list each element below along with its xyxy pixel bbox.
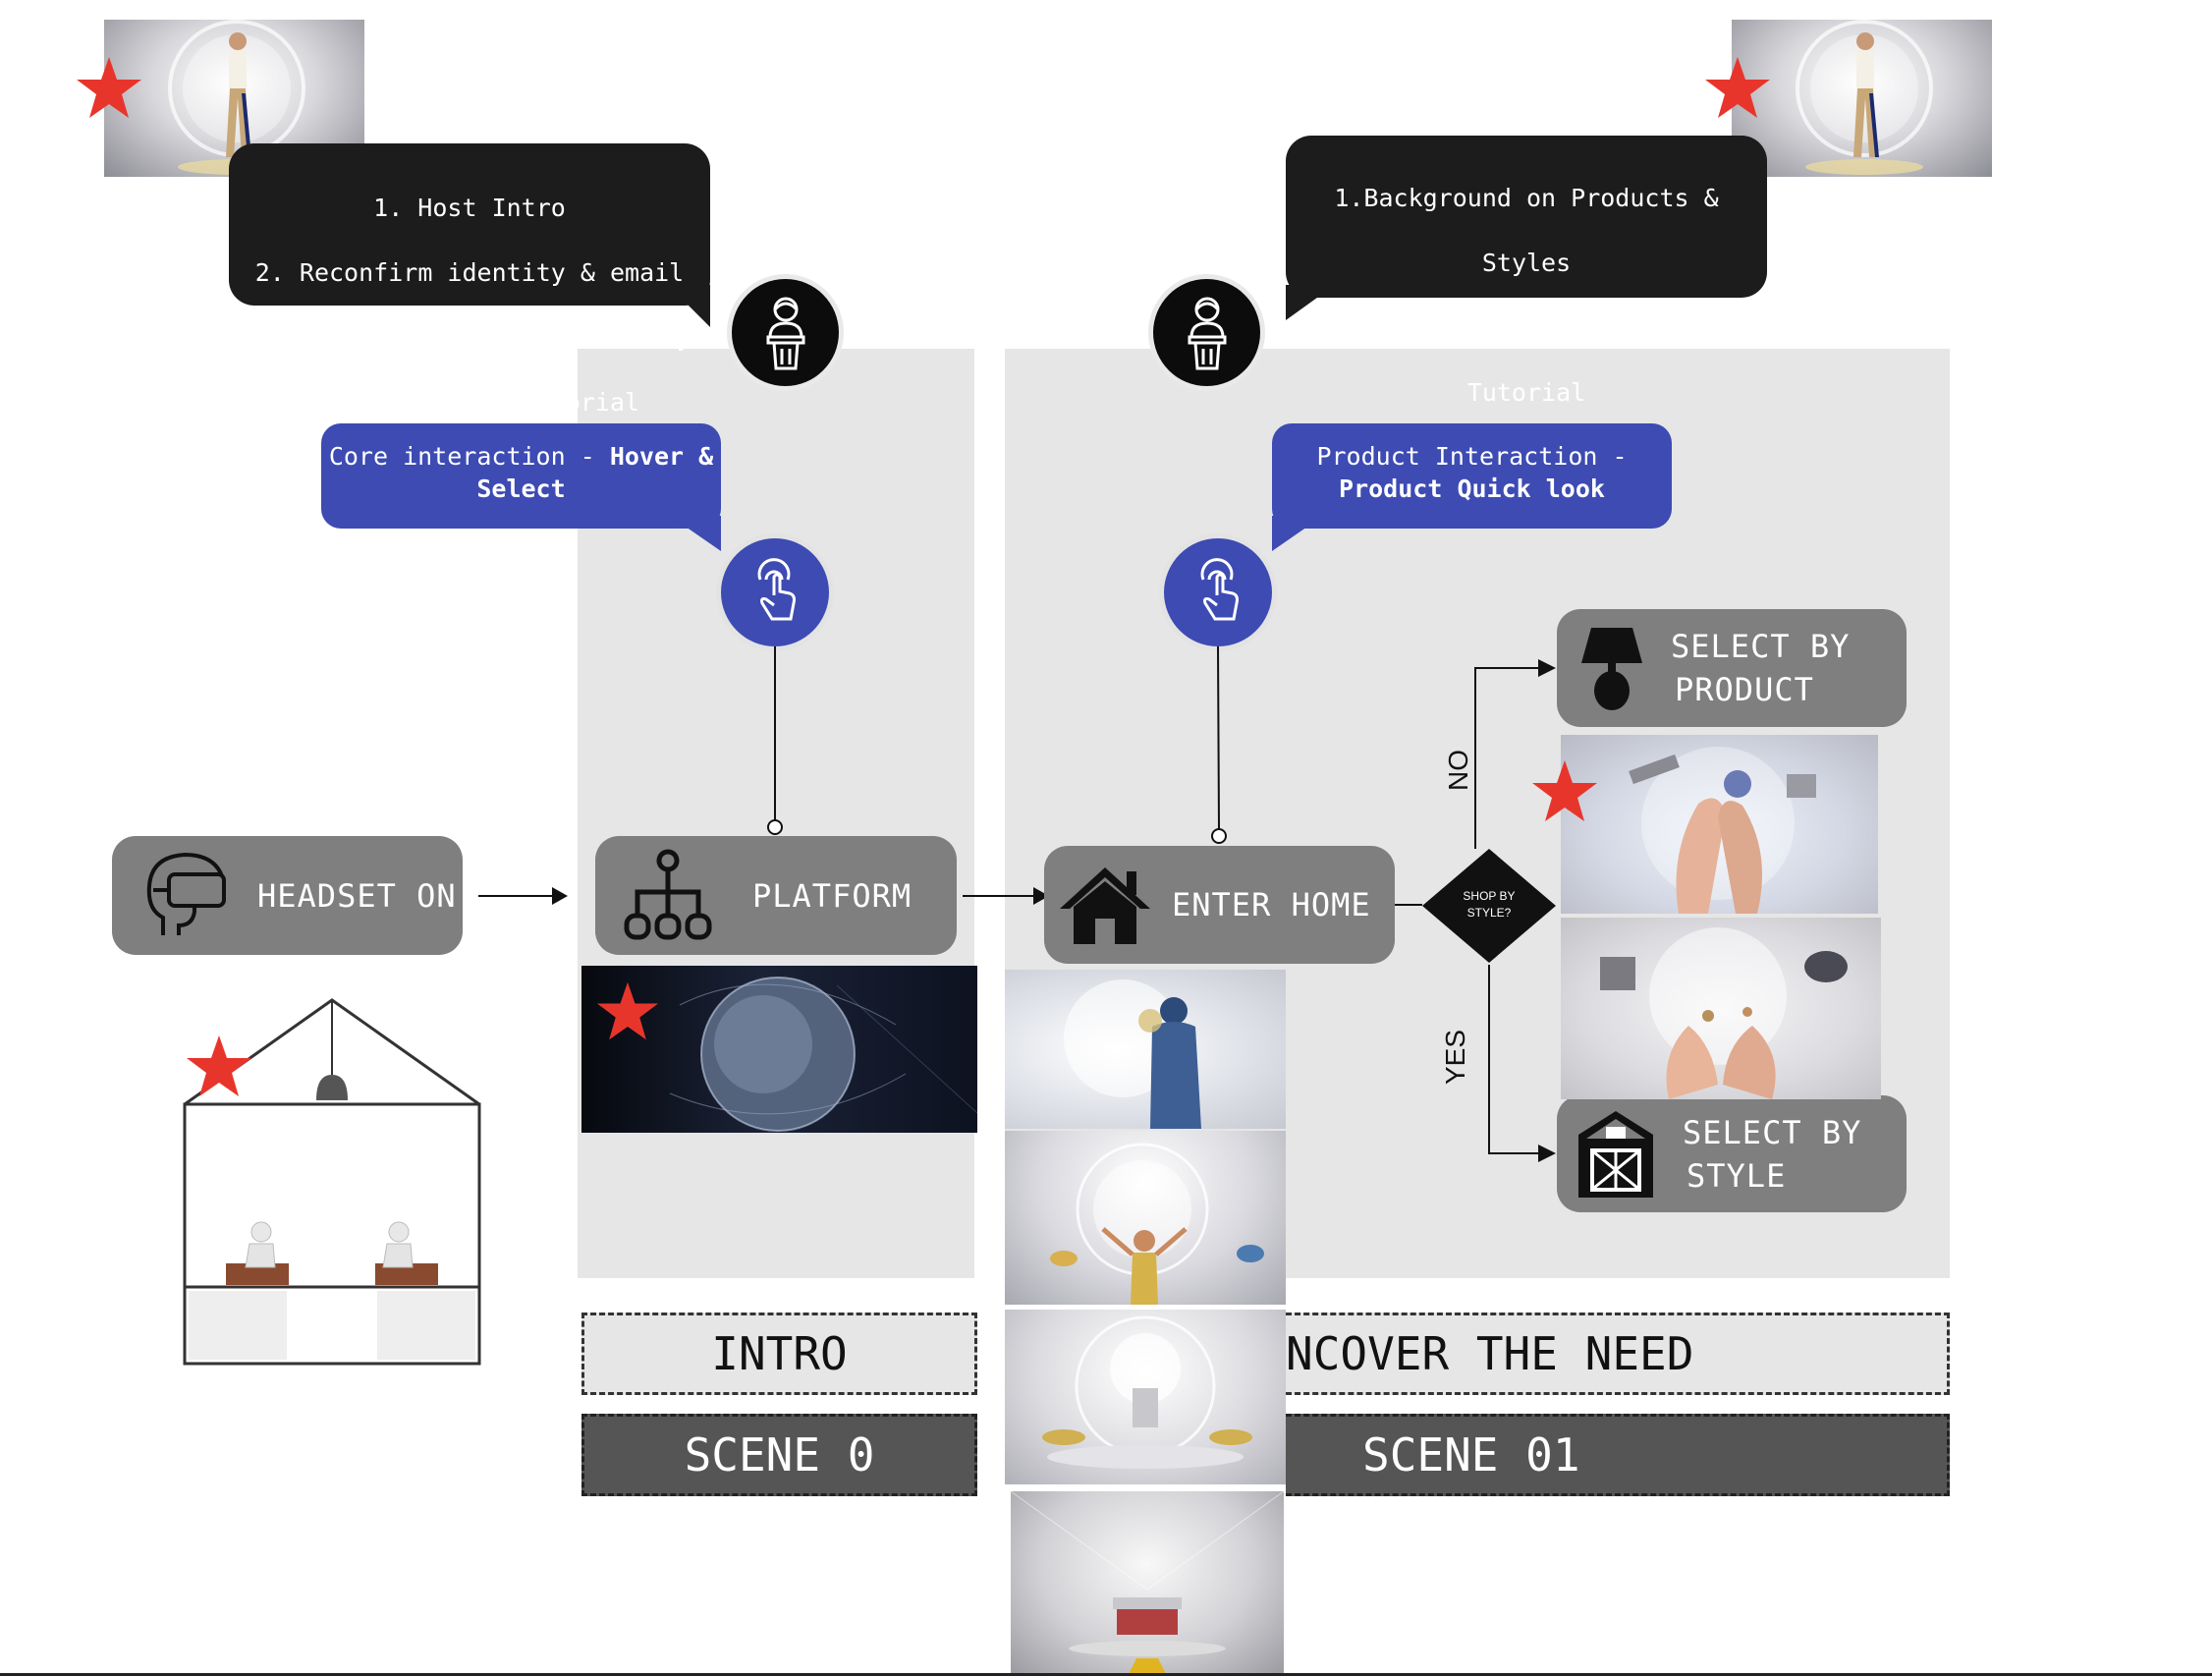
vr-headset-icon — [134, 847, 242, 945]
core-interaction-bold: Hover & Select — [476, 442, 714, 503]
blue-bubble-tail-right — [1272, 516, 1323, 551]
product-hands-photo — [1561, 735, 1878, 914]
host-line-1: 1. Host Intro — [373, 194, 566, 222]
barn-icon — [1569, 1105, 1663, 1203]
headset-on-node[interactable]: HEADSET ON — [112, 836, 463, 955]
bubble-tail-left — [668, 285, 710, 327]
select-by-product-node[interactable]: SELECT BY PRODUCT — [1557, 609, 1907, 727]
host-line-4: Tutorial — [1466, 378, 1586, 407]
platform-earth-photo — [581, 966, 977, 1133]
select-product-line-1: SELECT BY — [1671, 628, 1851, 665]
lamp-icon — [1573, 619, 1651, 717]
enter-home-node[interactable]: ENTER HOME — [1044, 846, 1395, 964]
enter-home-label: ENTER HOME — [1172, 886, 1371, 923]
intro-phase-label: INTRO — [581, 1313, 977, 1395]
scene-01-label: SCENE 01 — [1286, 1414, 1950, 1496]
host-script-bubble-right: 1.Background on Products & Styles 2. Int… — [1286, 136, 1767, 407]
scene-0-label: SCENE 0 — [581, 1414, 977, 1496]
celebration-photo — [1005, 1131, 1286, 1305]
decision-diamond: SHOP BY STYLE? — [1420, 847, 1558, 965]
decision-line-2: STYLE? — [1466, 906, 1512, 920]
product-interaction-prefix: Product Interaction - — [1316, 442, 1628, 471]
host-line-4: 4. Interaction Tutorial — [299, 388, 640, 417]
scene-0-text: SCENE 0 — [684, 1428, 875, 1481]
star-marker-icon — [596, 981, 659, 1040]
scene-01-text: SCENE 01 — [1362, 1428, 1580, 1481]
uncover-phase-text: NCOVER THE NEED — [1286, 1327, 1694, 1380]
uncover-need-phase-label: NCOVER THE NEED — [1286, 1313, 1950, 1395]
decision-line-1: SHOP BY — [1463, 889, 1516, 903]
presenter-icon-left — [732, 279, 839, 386]
host-line-3: 2. Introduce Product Quick look — [1297, 313, 1756, 342]
yes-branch-label: YES — [1440, 1029, 1470, 1086]
showroom-photo — [1005, 1310, 1286, 1484]
touch-icon-right — [1164, 538, 1272, 646]
house-icon — [1056, 856, 1154, 954]
host-line-1: 1.Background on Products & — [1334, 184, 1719, 212]
host-line-2: 2. Reconfirm identity & email — [254, 258, 685, 287]
core-interaction-bubble: Core interaction - Hover & Select — [321, 423, 721, 529]
bubble-tail-right — [1286, 285, 1335, 320]
bottom-border — [0, 1673, 2212, 1676]
product-interaction-bold: Product Quick look — [1339, 475, 1605, 503]
no-branch-label: NO — [1443, 750, 1473, 791]
blue-bubble-tail-left — [670, 516, 721, 551]
select-style-line-2: STYLE — [1687, 1156, 1787, 1195]
intro-phase-text: INTRO — [711, 1327, 848, 1380]
host-line-2: Styles — [1481, 249, 1572, 277]
host-line-3: 3. Call to Action - What / Why — [248, 323, 691, 352]
product-interaction-bubble: Product Interaction - Product Quick look — [1272, 423, 1672, 529]
presenter-icon-right — [1153, 279, 1260, 386]
host-script-bubble-left: 1. Host Intro 2. Reconfirm identity & em… — [229, 143, 710, 417]
home-entry-photo — [1005, 970, 1286, 1129]
star-marker-icon — [187, 1035, 251, 1096]
select-style-line-1: SELECT BY — [1683, 1113, 1862, 1151]
platform-label: PLATFORM — [752, 876, 912, 915]
star-marker-icon — [1705, 57, 1770, 118]
room-setup-sketch — [183, 998, 481, 1366]
star-marker-icon — [1532, 760, 1597, 821]
core-interaction-prefix: Core interaction - — [328, 442, 610, 471]
host-photo-right — [1732, 20, 1992, 177]
platform-node[interactable]: PLATFORM — [595, 836, 957, 955]
select-product-line-2: PRODUCT — [1675, 671, 1814, 708]
style-hands-photo — [1561, 918, 1881, 1099]
hierarchy-icon — [619, 847, 717, 945]
touch-icon-left — [721, 538, 829, 646]
living-room-photo — [1011, 1491, 1284, 1674]
select-by-style-node[interactable]: SELECT BY STYLE — [1557, 1095, 1907, 1212]
star-marker-icon — [77, 57, 141, 118]
headset-on-label: HEADSET ON — [257, 876, 457, 915]
